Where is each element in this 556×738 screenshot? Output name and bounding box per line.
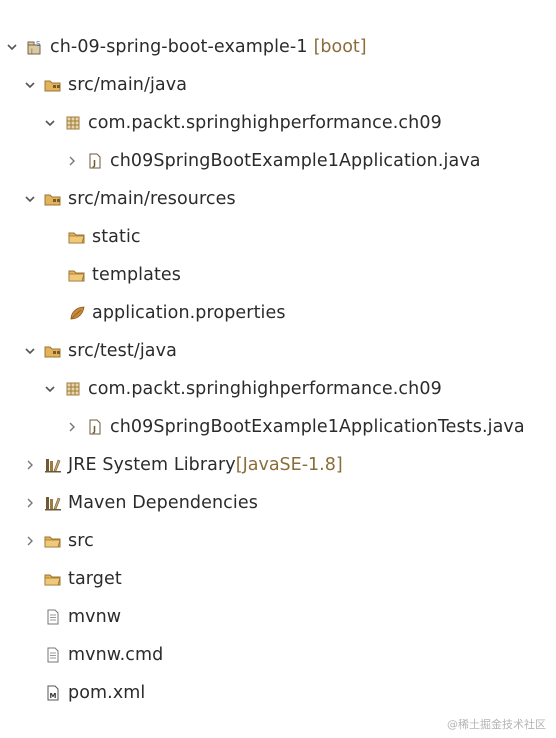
tree-item-project[interactable]: S J ch-09-spring-boot-example-1 [boot] (0, 28, 556, 66)
chevron-down-icon[interactable] (24, 193, 36, 205)
source-folder-icon (44, 76, 62, 94)
chevron-spacer (48, 307, 60, 319)
svg-text:J: J (92, 159, 96, 168)
tree-item-label: application.properties (92, 303, 286, 323)
text-file-icon (44, 608, 62, 626)
chevron-spacer (24, 573, 36, 585)
chevron-down-icon[interactable] (44, 117, 56, 129)
folder-icon (68, 266, 86, 284)
tree-item-jre-library[interactable]: JRE System Library [JavaSE-1.8] (0, 446, 556, 484)
tree-item-label: ch09SpringBootExample1Application.java (110, 151, 481, 171)
tree-item-package-main[interactable]: com.packt.springhighperformance.ch09 (0, 104, 556, 142)
tree-item-application-properties[interactable]: application.properties (0, 294, 556, 332)
tree-item-label: Maven Dependencies (68, 493, 258, 513)
tree-item-mvnw-cmd[interactable]: mvnw.cmd (0, 636, 556, 674)
tree-item-application-tests-java[interactable]: J ch09SpringBootExample1ApplicationTests… (0, 408, 556, 446)
chevron-right-icon[interactable] (66, 155, 78, 167)
tree-item-src[interactable]: src (0, 522, 556, 560)
project-icon: S J (26, 38, 44, 56)
chevron-down-icon[interactable] (6, 41, 18, 53)
package-icon (64, 380, 82, 398)
tree-item-label: mvnw.cmd (68, 645, 164, 665)
tree-item-label: target (68, 569, 122, 589)
chevron-spacer (48, 231, 60, 243)
project-decoration: [boot] (313, 37, 367, 57)
tree-item-label: com.packt.springhighperformance.ch09 (88, 379, 442, 399)
tree-item-templates[interactable]: templates (0, 256, 556, 294)
chevron-right-icon[interactable] (24, 535, 36, 547)
tree-item-label: com.packt.springhighperformance.ch09 (88, 113, 442, 133)
chevron-right-icon[interactable] (24, 497, 36, 509)
tree-item-package-test[interactable]: com.packt.springhighperformance.ch09 (0, 370, 556, 408)
tree-item-label: JRE System Library (68, 455, 236, 475)
library-icon (44, 456, 62, 474)
tree-item-src-main-java[interactable]: src/main/java (0, 66, 556, 104)
chevron-down-icon[interactable] (24, 345, 36, 357)
tree-item-label: templates (92, 265, 182, 285)
tree-item-label: src/test/java (68, 341, 177, 361)
chevron-spacer (24, 611, 36, 623)
svg-text:S: S (36, 40, 41, 48)
source-folder-icon (44, 190, 62, 208)
java-file-icon: J (86, 152, 104, 170)
properties-leaf-icon (68, 304, 86, 322)
maven-file-icon: M (44, 684, 62, 702)
chevron-spacer (48, 269, 60, 281)
tree-item-label: mvnw (68, 607, 122, 627)
java-file-icon: J (86, 418, 104, 436)
tree-item-maven-dependencies[interactable]: Maven Dependencies (0, 484, 556, 522)
chevron-spacer (24, 649, 36, 661)
tree-item-label: ch-09-spring-boot-example-1 (50, 37, 308, 57)
tree-item-static[interactable]: static (0, 218, 556, 256)
folder-icon (44, 532, 62, 550)
tree-item-mvnw[interactable]: mvnw (0, 598, 556, 636)
tree-item-target[interactable]: target (0, 560, 556, 598)
jre-decoration: [JavaSE-1.8] (235, 455, 343, 475)
source-folder-icon (44, 342, 62, 360)
tree-item-label: src (68, 531, 94, 551)
svg-text:J: J (30, 48, 33, 55)
tree-item-label: pom.xml (68, 683, 146, 703)
tree-item-src-main-resources[interactable]: src/main/resources (0, 180, 556, 218)
chevron-down-icon[interactable] (24, 79, 36, 91)
tree-item-label: ch09SpringBootExample1ApplicationTests.j… (110, 417, 525, 437)
svg-text:J: J (92, 425, 96, 434)
package-icon (64, 114, 82, 132)
svg-text:M: M (50, 692, 57, 700)
chevron-right-icon[interactable] (66, 421, 78, 433)
tree-item-label: static (92, 227, 141, 247)
watermark: @稀土掘金技术社区 (447, 718, 546, 731)
project-explorer-tree: S J ch-09-spring-boot-example-1 [boot] s… (0, 28, 556, 712)
text-file-icon (44, 646, 62, 664)
tree-item-label: src/main/resources (68, 189, 236, 209)
chevron-spacer (24, 687, 36, 699)
chevron-down-icon[interactable] (44, 383, 56, 395)
tree-item-pom-xml[interactable]: M pom.xml (0, 674, 556, 712)
tree-item-src-test-java[interactable]: src/test/java (0, 332, 556, 370)
tree-item-application-java[interactable]: J ch09SpringBootExample1Application.java (0, 142, 556, 180)
chevron-right-icon[interactable] (24, 459, 36, 471)
folder-icon (68, 228, 86, 246)
tree-item-label: src/main/java (68, 75, 188, 95)
folder-icon (44, 570, 62, 588)
library-icon (44, 494, 62, 512)
